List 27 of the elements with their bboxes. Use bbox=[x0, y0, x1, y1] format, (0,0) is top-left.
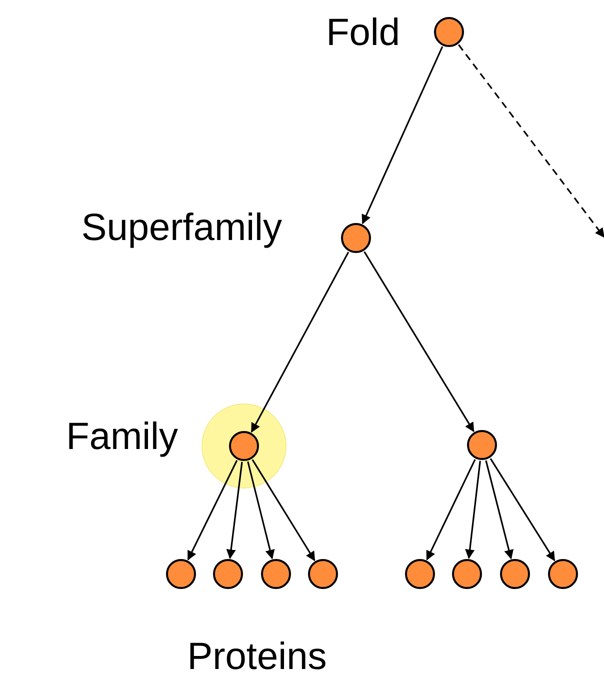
arrow bbox=[465, 460, 481, 560]
arrow bbox=[362, 46, 444, 224]
circle-node bbox=[452, 559, 482, 589]
dashed-arrow bbox=[458, 44, 604, 238]
arrow bbox=[250, 252, 350, 433]
arrow bbox=[252, 459, 316, 562]
circle-node bbox=[500, 559, 530, 589]
circle-node bbox=[405, 559, 435, 589]
circle-node bbox=[308, 559, 338, 589]
circle-node bbox=[548, 559, 578, 589]
arrow bbox=[490, 458, 556, 562]
arrow bbox=[187, 460, 238, 560]
level-label: Proteins bbox=[187, 638, 327, 676]
circle-node bbox=[213, 559, 243, 589]
circle-node bbox=[434, 17, 464, 47]
circle-node bbox=[467, 430, 497, 460]
arrow bbox=[485, 460, 514, 560]
level-label: Fold bbox=[326, 14, 400, 52]
arrow bbox=[426, 459, 476, 560]
circle-node bbox=[341, 223, 371, 253]
circle-node bbox=[166, 559, 196, 589]
arrow bbox=[247, 461, 275, 560]
arrow bbox=[226, 462, 243, 560]
arrow bbox=[364, 251, 474, 432]
level-label: Family bbox=[66, 418, 178, 456]
circle-node bbox=[261, 559, 291, 589]
level-label: Superfamily bbox=[81, 209, 282, 247]
